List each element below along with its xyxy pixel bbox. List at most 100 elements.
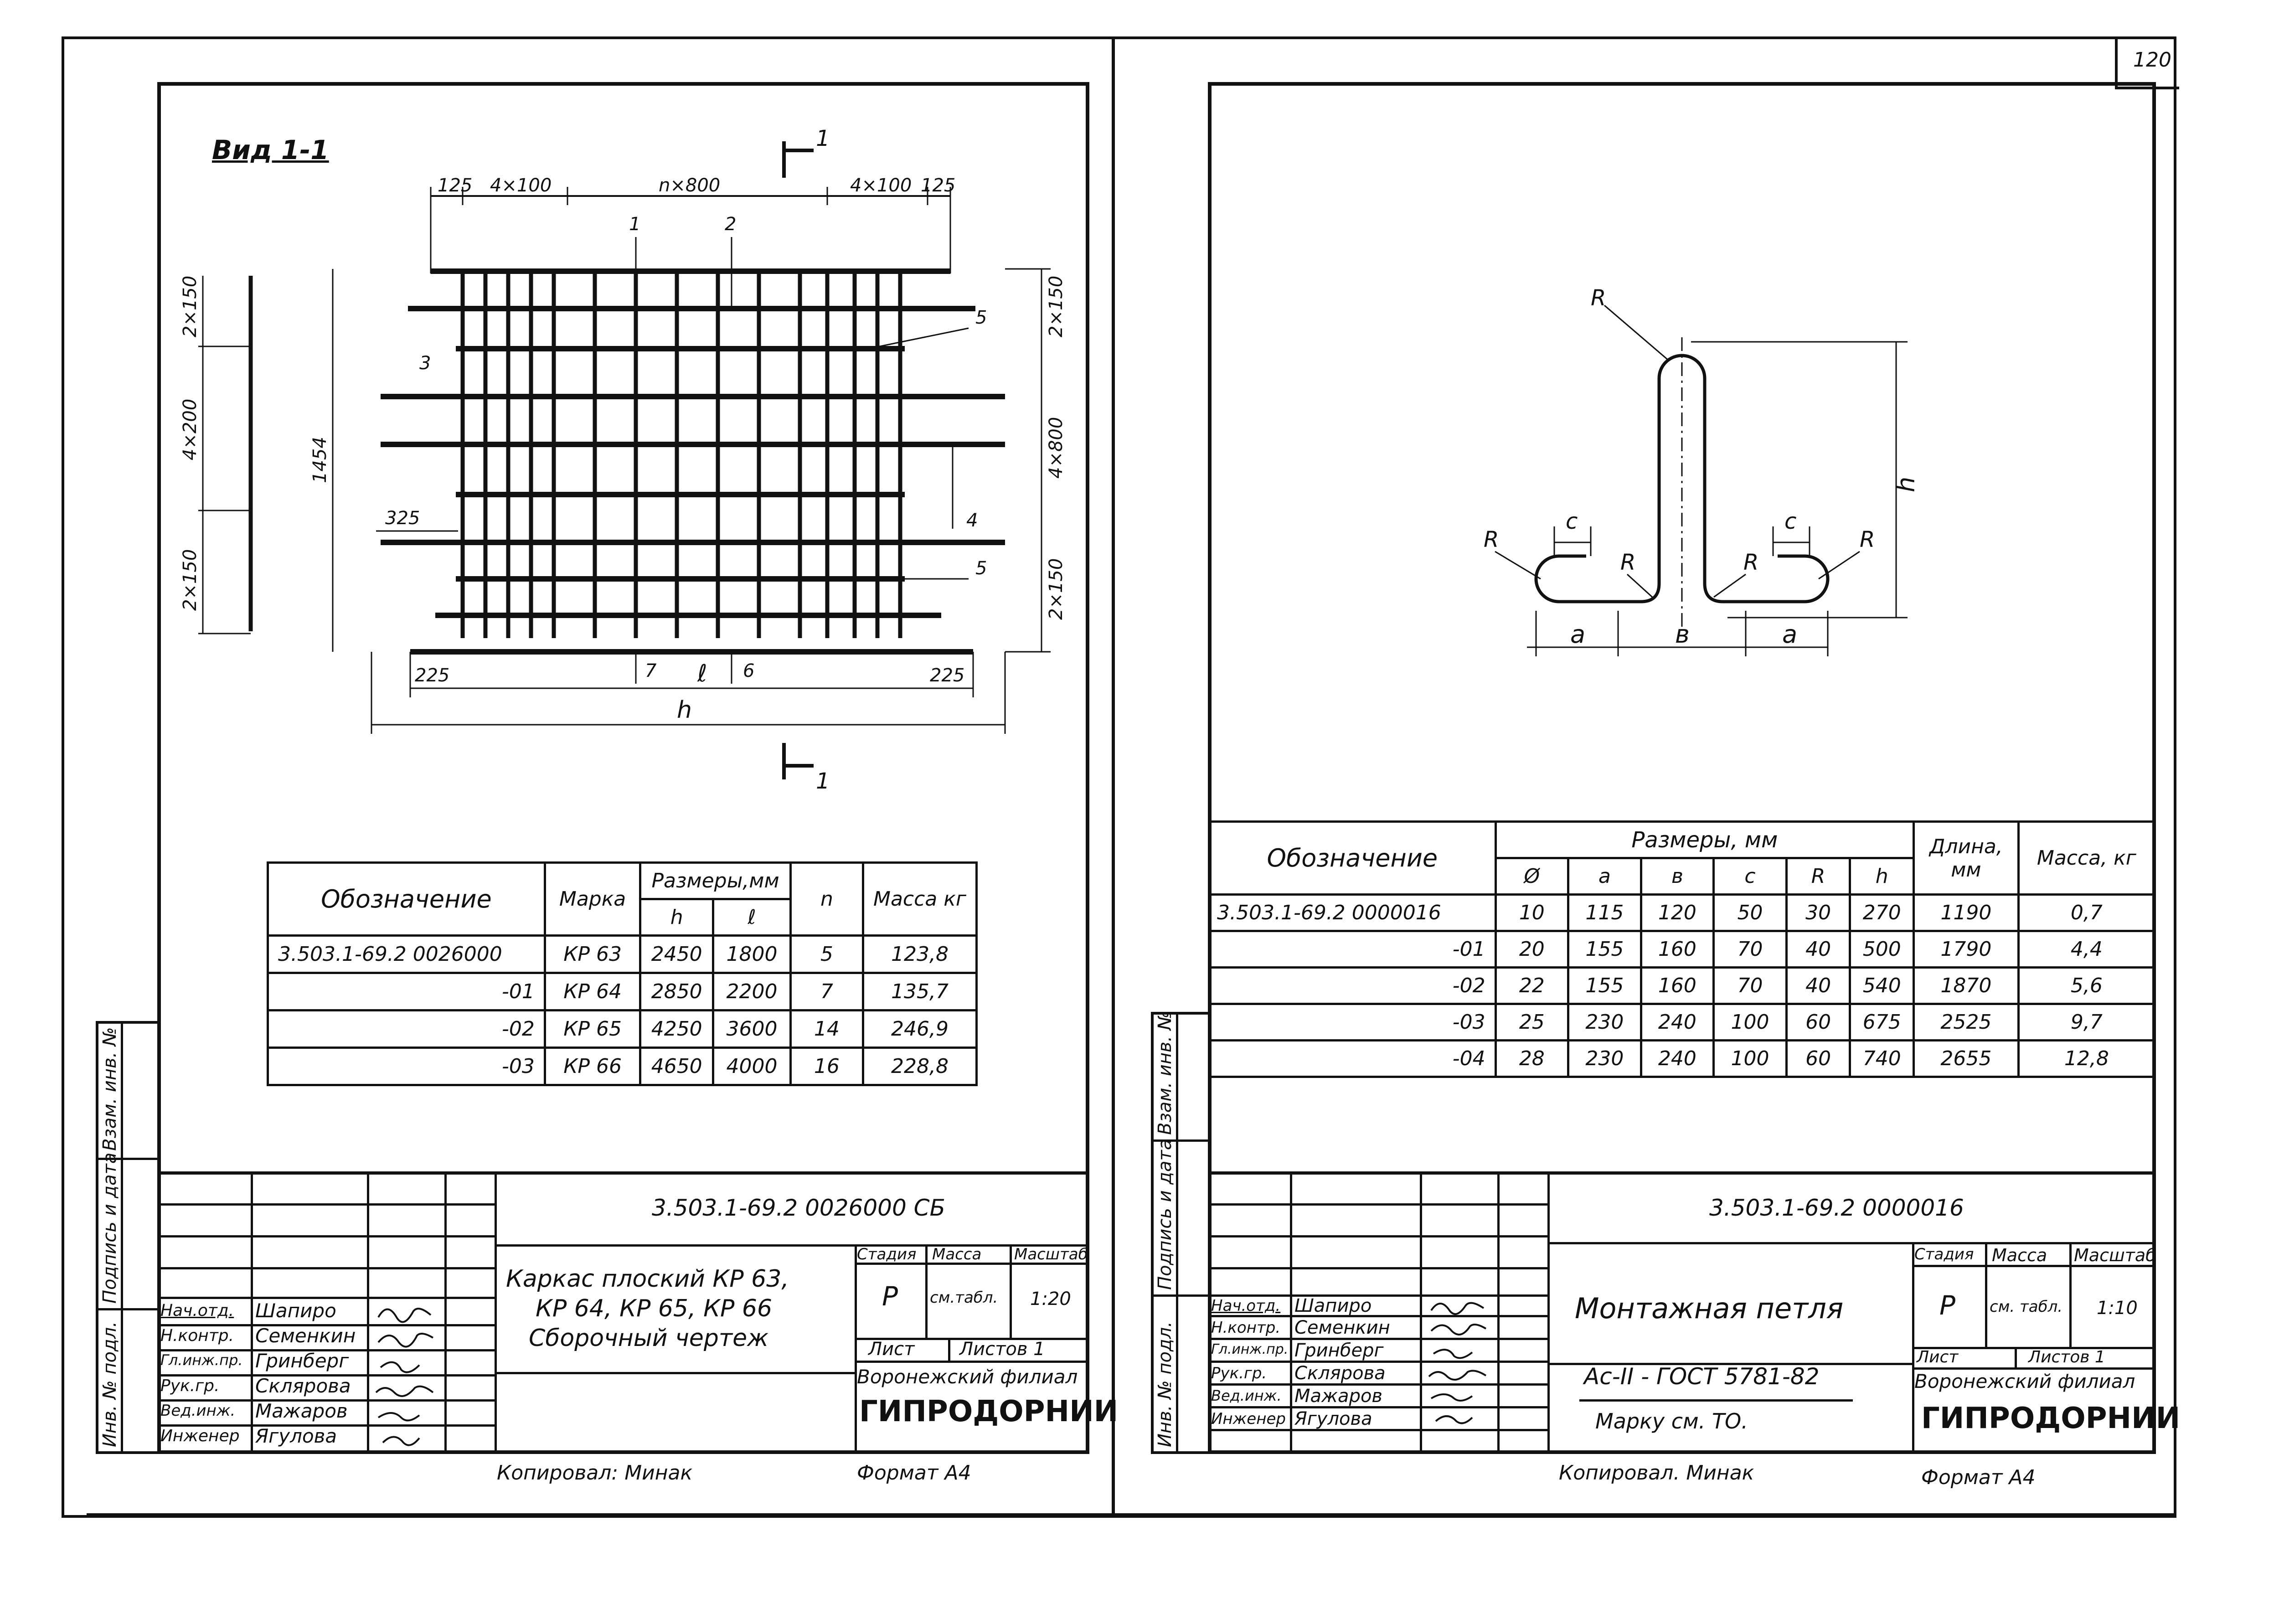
table-row: -03 25 230 240 100 60 675 2525 9,7 — [1208, 1003, 2156, 1041]
right-sheet-border — [1112, 36, 2176, 1518]
left-org-1: Воронежский филиал — [857, 1366, 1078, 1388]
col-h: h — [1849, 857, 1915, 896]
callout-5b: 5 — [975, 558, 987, 579]
label-h: h — [1892, 477, 1920, 492]
table-row: -01 20 155 160 70 40 500 1790 4,4 — [1208, 930, 2156, 969]
left-role-2: Гл.инж.пр. — [160, 1351, 243, 1369]
left-sheets: Листов 1 — [959, 1339, 1045, 1360]
page-number-box — [2115, 36, 2179, 89]
left-name-0: Шапиро — [255, 1299, 336, 1322]
col-c: c — [1712, 857, 1788, 896]
left-role-5: Инженер — [160, 1427, 240, 1445]
left-role-0: Нач.отд. — [160, 1301, 234, 1320]
col-l: ℓ — [712, 898, 792, 937]
right-copied: Копировал. Минак — [1559, 1461, 1754, 1485]
sheet-divider — [1112, 36, 1115, 1518]
side-vzam-inv: Взам. инв. № — [1155, 1011, 1176, 1135]
right-material: Ас-II - ГОСТ 5781-82 — [1584, 1363, 1820, 1390]
left-org-2: ГИПРОДОРНИИ — [859, 1395, 1119, 1428]
col-marka: Марка — [543, 861, 642, 937]
left-role-4: Вед.инж. — [160, 1402, 236, 1420]
dim-top-4x100b: 4×100 — [850, 175, 912, 196]
label-r-left: R — [1484, 527, 1499, 552]
table-row: -04 28 230 240 100 60 740 2655 12,8 — [1208, 1039, 2156, 1078]
table-row: 3.503.1-69.2 0026000 КР 63 2450 1800 5 1… — [267, 934, 978, 974]
col-b: в — [1640, 857, 1715, 896]
right-title-block — [1208, 1171, 2156, 1454]
col-sizes: Размеры,мм — [639, 861, 792, 900]
page-number: 120 — [2133, 48, 2171, 72]
callout-2: 2 — [725, 214, 736, 235]
label-b: в — [1675, 620, 1690, 649]
dim-left-2x150a: 2×150 — [180, 276, 201, 337]
right-doc-code: 3.503.1-69.2 0000016 — [1709, 1195, 1964, 1221]
frame-assembly-drawing: 125 4×100 n×800 4×100 125 325 225 ℓ 225 … — [180, 126, 1067, 794]
callout-3: 3 — [419, 353, 431, 374]
col-a: a — [1567, 857, 1642, 896]
label-r-right: R — [1860, 527, 1875, 552]
right-org-2: ГИПРОДОРНИИ — [1921, 1402, 2181, 1435]
callout-5a: 5 — [975, 307, 987, 328]
right-role-5: Инженер — [1211, 1410, 1286, 1428]
label-c-left: c — [1566, 509, 1578, 534]
side-podpis-data: Подпись и дата — [99, 1152, 120, 1304]
table-row: -02 22 155 160 70 40 540 1870 5,6 — [1208, 966, 2156, 1005]
left-role-1: Н.контр. — [160, 1326, 234, 1345]
right-title: Монтажная петля — [1575, 1292, 1844, 1325]
dim-right-2x150a: 2×150 — [1046, 276, 1067, 337]
col-h: h — [639, 898, 715, 937]
dim-top-125b: 125 — [921, 175, 955, 196]
col-d: Ø — [1494, 857, 1570, 896]
left-h-stage: Стадия — [857, 1245, 917, 1263]
right-h-mass: Масса — [1992, 1245, 2047, 1265]
bottom-trim-line — [87, 1513, 2174, 1516]
material-underline — [1579, 1399, 1853, 1402]
dim-inner-left: 325 — [385, 508, 420, 529]
right-stage: Р — [1939, 1290, 1955, 1321]
right-h-scale: Масштаб — [2074, 1245, 2156, 1265]
left-name-5: Ягулова — [255, 1425, 337, 1447]
left-name-2: Гринберг — [255, 1350, 349, 1372]
right-sheet: Лист — [1917, 1348, 1959, 1366]
right-role-3: Рук.гр. — [1211, 1364, 1267, 1382]
right-mass: см. табл. — [1990, 1298, 2063, 1316]
dim-bottom-225a: 225 — [415, 665, 449, 686]
left-title-1: Каркас плоский КР 63, — [506, 1265, 789, 1293]
label-a-left: a — [1570, 620, 1585, 649]
right-name-1: Семенкин — [1294, 1317, 1390, 1338]
left-h-scale: Масштаб — [1014, 1245, 1088, 1263]
right-side-strip — [1151, 1012, 1208, 1454]
col-mass: Масса кг — [861, 861, 978, 937]
left-mass: см.табл. — [930, 1289, 998, 1307]
frame-spec-table: Обозначение Марка Размеры,мм n Масса кг … — [267, 861, 978, 1086]
col-mass: Масса, кг — [2017, 820, 2156, 896]
right-role-1: Н.контр. — [1211, 1319, 1281, 1337]
right-h-stage: Стадия — [1914, 1245, 1974, 1263]
dim-total-h: h — [677, 696, 692, 724]
right-name-5: Ягулова — [1294, 1408, 1372, 1429]
dim-top-125a: 125 — [438, 175, 472, 196]
left-h-mass: Масса — [932, 1245, 982, 1263]
left-scale: 1:20 — [1030, 1289, 1071, 1310]
side-vzam-inv: Взам. инв. № — [99, 1027, 120, 1151]
right-scale: 1:10 — [2097, 1298, 2138, 1319]
callout-1: 1 — [629, 214, 640, 235]
right-name-3: Склярова — [1294, 1363, 1386, 1384]
left-name-3: Склярова — [255, 1375, 351, 1397]
left-role-3: Рук.гр. — [160, 1377, 220, 1395]
left-copied: Копировал: Минак — [497, 1461, 693, 1485]
right-name-2: Гринберг — [1294, 1340, 1384, 1361]
col-r: R — [1785, 857, 1851, 896]
callout-4: 4 — [966, 510, 978, 531]
section-mark-top: 1 — [816, 126, 830, 151]
table-row: -02 КР 65 4250 3600 14 246,9 — [267, 1009, 978, 1049]
left-name-4: Мажаров — [255, 1400, 348, 1422]
label-c-right: c — [1784, 509, 1796, 534]
side-inv-podl: Инв. № подл. — [99, 1321, 120, 1447]
left-title-3: Сборочный чертеж — [529, 1325, 768, 1352]
right-role-2: Гл.инж.пр. — [1211, 1341, 1289, 1357]
right-org-1: Воронежский филиал — [1914, 1370, 2135, 1392]
dim-top-nx800: n×800 — [659, 175, 720, 196]
left-signatures — [375, 1308, 434, 1446]
right-role-0: Нач.отд. — [1211, 1297, 1281, 1315]
